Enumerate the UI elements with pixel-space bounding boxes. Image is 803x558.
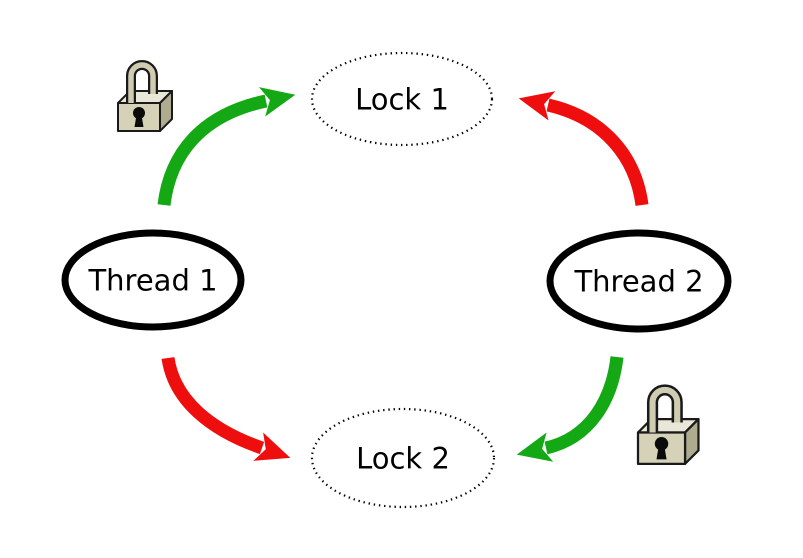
- lock1-label: Lock 1: [355, 82, 449, 117]
- lock2-node: [310, 407, 496, 509]
- thread1-node: [61, 229, 245, 331]
- padlock-icon: [118, 65, 172, 131]
- edge-thread2-to-lock1: [518, 91, 649, 206]
- thread1-label: Thread 1: [88, 263, 218, 298]
- lock1-node: [310, 51, 494, 147]
- edge-thread1-to-lock1: [157, 87, 296, 206]
- padlock-icon: [638, 390, 698, 464]
- thread2-label: Thread 2: [574, 264, 704, 299]
- edge-thread1-to-lock2: [161, 356, 291, 461]
- edge-thread2-to-lock2: [516, 356, 624, 462]
- lock2-label: Lock 2: [356, 441, 450, 476]
- thread2-node: [546, 229, 732, 333]
